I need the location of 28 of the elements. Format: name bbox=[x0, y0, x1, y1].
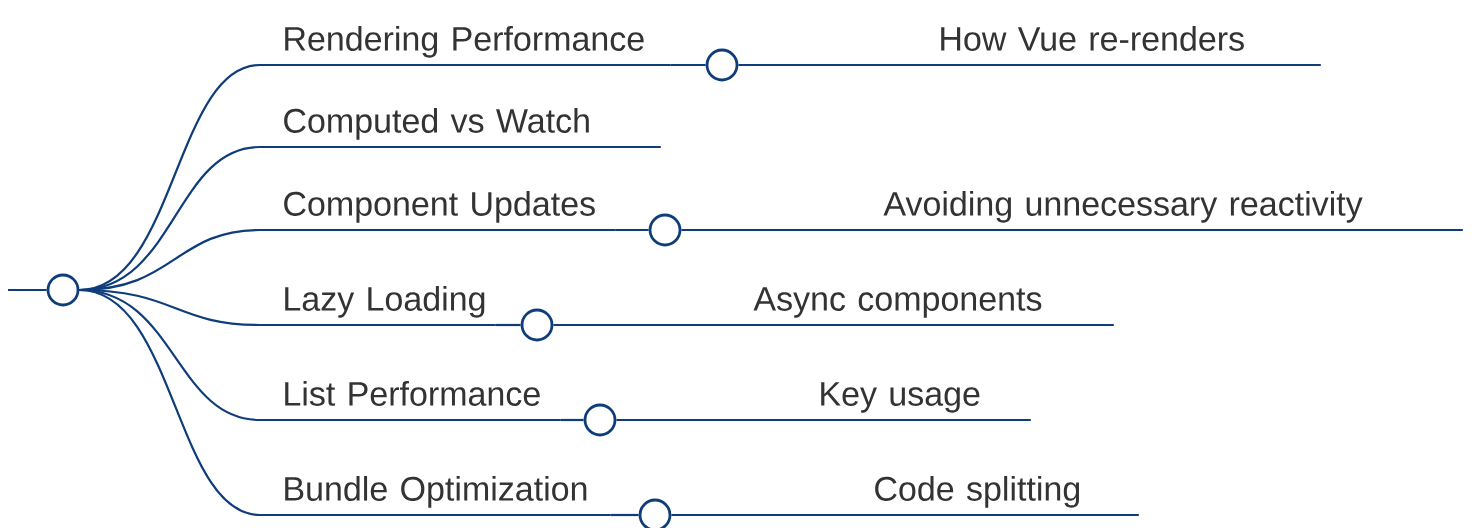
topic-label: Key usage bbox=[800, 382, 1031, 422]
connector-line bbox=[610, 513, 639, 517]
topic-label: How Vue re-renders bbox=[920, 25, 1321, 67]
connector-line bbox=[681, 228, 865, 232]
junction-circle bbox=[520, 308, 554, 342]
branch-line bbox=[79, 288, 261, 517]
topic-label: Avoiding unnecessary reactivity bbox=[865, 190, 1463, 232]
junction-circle bbox=[705, 48, 739, 82]
topic-label: Computed vs Watch bbox=[260, 107, 661, 149]
connector-line bbox=[671, 513, 855, 517]
connector-line bbox=[553, 323, 735, 327]
topic-label: Rendering Performance bbox=[260, 25, 671, 67]
topic-label: Component Updates bbox=[260, 190, 616, 232]
junction-circle bbox=[648, 213, 682, 247]
topic-label: List Performance bbox=[260, 380, 561, 422]
junction-circle bbox=[46, 273, 80, 307]
connector-line bbox=[495, 323, 521, 327]
topic-label: Lazy Loading bbox=[260, 285, 496, 327]
connector-line bbox=[616, 418, 800, 422]
topic-label: Bundle Optimization bbox=[260, 475, 611, 517]
connector-line bbox=[738, 63, 920, 67]
junction-circle bbox=[583, 403, 617, 437]
connector-line bbox=[670, 63, 706, 67]
connector-line bbox=[615, 228, 649, 232]
topic-label: Async components bbox=[735, 287, 1114, 327]
topic-label: Code splitting bbox=[855, 475, 1139, 517]
connector-line bbox=[8, 288, 47, 292]
connector-line bbox=[560, 418, 584, 422]
